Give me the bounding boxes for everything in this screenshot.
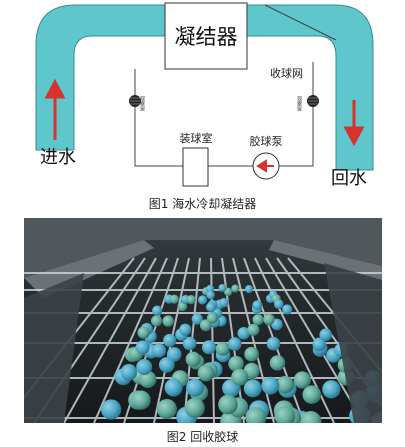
ball-pump-label: 胶球泵	[250, 134, 283, 148]
rubber-ball	[247, 323, 260, 336]
rubber-ball	[191, 313, 203, 325]
figure2-caption: 图2 回收胶球	[166, 430, 239, 444]
inlet-label: 进水	[40, 147, 76, 168]
rubber-ball	[151, 343, 167, 358]
rubber-ball	[135, 340, 150, 355]
rubber-ball	[156, 399, 177, 419]
rubber-ball	[197, 364, 215, 382]
condenser-diagram: 凝结器 收球网 装球室 胶球泵 观察窗 观察窗 进水 回水	[35, 2, 374, 189]
outlet-arrow-icon	[343, 100, 365, 147]
rubber-ball	[243, 379, 262, 398]
rubber-ball	[131, 390, 151, 410]
rubber-ball	[136, 359, 153, 375]
rubber-ball	[271, 318, 283, 331]
rubber-ball	[228, 355, 244, 372]
rubber-ball	[244, 285, 254, 294]
rubber-ball	[276, 376, 294, 394]
recovered-balls-photo	[24, 218, 382, 423]
rubber-ball	[319, 328, 333, 342]
outlet-label: 回水	[331, 168, 367, 189]
rubber-ball	[137, 326, 150, 339]
rubber-ball	[263, 313, 275, 325]
inlet-arrow-icon	[44, 78, 66, 140]
rubber-ball	[186, 295, 196, 305]
rubber-ball	[199, 319, 212, 332]
rubber-ball	[274, 405, 296, 423]
rubber-ball	[245, 407, 267, 423]
rubber-ball	[274, 299, 284, 309]
collector-net-line	[264, 4, 337, 41]
rubber-ball	[184, 397, 205, 418]
rubber-ball	[152, 305, 163, 316]
rubber-ball	[269, 355, 286, 371]
return-line-left	[134, 69, 183, 167]
sight-glass-left-label: 观察窗	[139, 96, 145, 112]
rubber-ball	[252, 300, 263, 311]
outlet-pipe	[244, 4, 374, 171]
condenser-box	[164, 2, 248, 70]
rubber-ball	[179, 323, 192, 336]
rubber-ball	[252, 314, 264, 326]
rubber-ball	[169, 294, 179, 304]
condenser-label: 凝结器	[175, 25, 238, 49]
rubber-ball	[164, 378, 183, 397]
rubber-ball	[163, 333, 177, 348]
rubber-ball	[282, 304, 293, 315]
ball-chamber-label: 装球室	[180, 131, 213, 145]
rubber-ball	[206, 284, 215, 293]
rubber-ball	[302, 385, 322, 404]
rubber-ball	[219, 298, 229, 308]
rubber-ball	[300, 411, 322, 423]
rubber-ball	[120, 364, 138, 381]
rubber-ball	[186, 378, 205, 397]
rubber-ball	[101, 399, 122, 420]
rubber-ball	[215, 341, 230, 356]
rubber-ball	[139, 370, 157, 388]
rubber-ball	[266, 336, 281, 351]
rubber-ball	[218, 284, 227, 292]
rubber-ball	[198, 295, 208, 305]
rubber-ball	[293, 371, 311, 389]
rubber-ball	[224, 287, 233, 297]
pump-arrow-icon	[256, 159, 274, 173]
rubber-ball	[202, 340, 216, 355]
rubber-ball	[166, 347, 182, 362]
rubber-ball	[159, 357, 175, 373]
ball-chamber	[182, 147, 209, 187]
rubber-ball	[182, 336, 197, 351]
rubber-ball	[237, 327, 251, 340]
rubber-ball	[162, 315, 174, 327]
rubber-ball	[261, 376, 280, 395]
rubber-ball	[312, 337, 327, 352]
rubber-ball	[231, 368, 249, 386]
rubber-ball	[244, 346, 259, 362]
collector-net-label: 收球网	[270, 66, 303, 80]
rubber-ball	[206, 290, 215, 300]
figure1-caption: 图1 海水冷却凝结器	[148, 197, 257, 211]
rubber-ball	[231, 284, 240, 293]
rubber-ball	[218, 394, 238, 415]
rubber-ball	[151, 315, 163, 327]
sight-glass-right-label: 观察窗	[296, 96, 302, 112]
rubber-ball	[228, 337, 242, 351]
rubber-ball	[185, 351, 201, 367]
rubber-ball	[206, 302, 216, 313]
rubber-ball	[322, 380, 341, 399]
